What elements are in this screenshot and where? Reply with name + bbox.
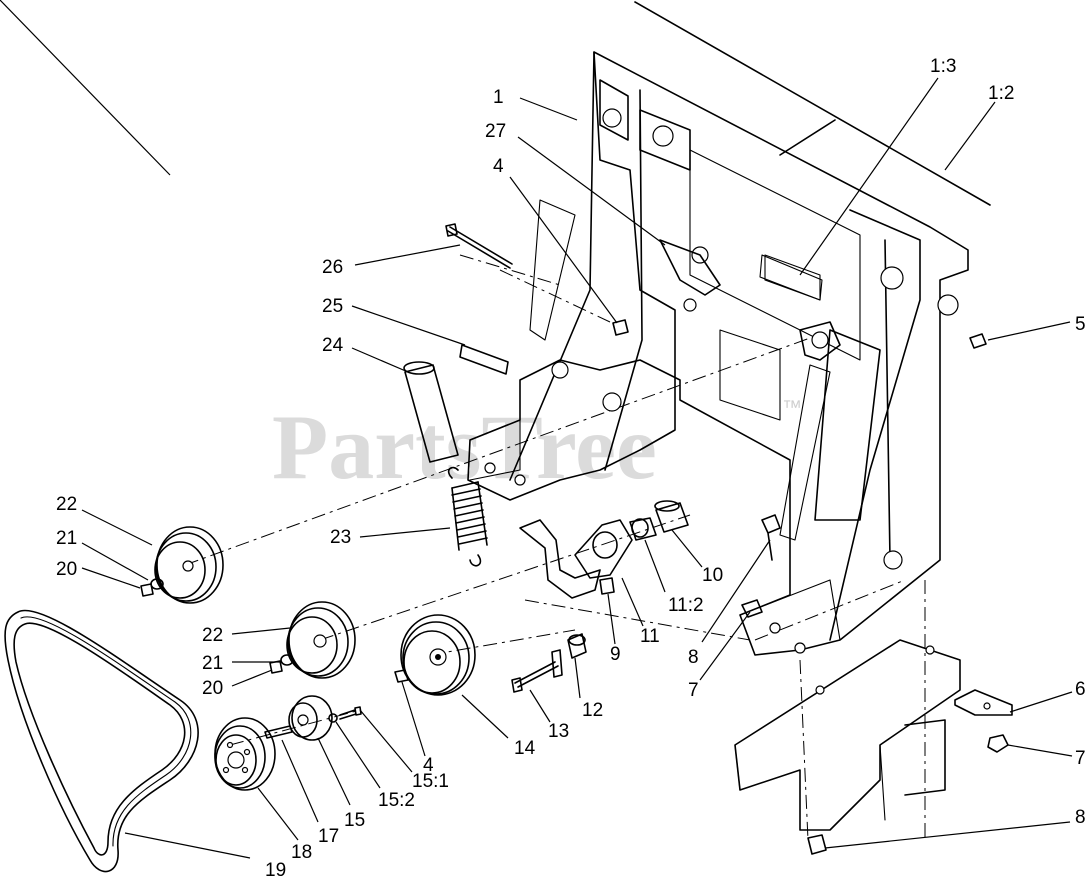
callout-1-3: 1:3	[930, 56, 956, 77]
callout-11: 11	[640, 626, 660, 647]
part-22-pulley-lower	[286, 601, 356, 679]
callout-4b: 4	[423, 755, 434, 776]
callout-19: 19	[265, 860, 286, 881]
callout-8b: 8	[1075, 807, 1086, 828]
callout-22a: 22	[56, 494, 77, 515]
part-23-spring	[447, 466, 488, 567]
callout-10: 10	[702, 565, 723, 586]
part-26-bolt	[445, 223, 513, 269]
callout-11-2: 11:2	[668, 595, 704, 616]
idler-arm-assembly	[519, 500, 689, 599]
callout-21b: 21	[202, 653, 223, 674]
frame-hardware	[612, 239, 987, 618]
part-4-nut-lower	[394, 669, 409, 683]
part-17-key	[264, 725, 293, 739]
decal-plate	[759, 254, 823, 301]
part-15-hub	[288, 695, 333, 741]
part-24-sleeve	[403, 361, 459, 463]
watermark-text: PartsTree	[272, 396, 657, 498]
leader-lines	[0, 0, 1073, 859]
main-frame	[467, 51, 969, 656]
callout-24: 24	[322, 335, 344, 356]
part-19-belt	[4, 609, 199, 873]
callout-4a: 4	[493, 156, 504, 177]
callout-25: 25	[322, 296, 343, 317]
callout-9: 9	[610, 644, 621, 665]
assembly-centerlines	[184, 254, 926, 841]
callout-1-2: 1:2	[988, 83, 1014, 104]
callout-17: 17	[318, 826, 339, 847]
part-22-pulley-upper	[154, 526, 224, 604]
callout-18: 18	[291, 842, 312, 863]
deck-edge-line	[634, 1, 991, 206]
callout-15: 15	[344, 810, 365, 831]
callout-labels: 1 1:3 1:2 27 4 26 25 24 5 22 21 20 23 10…	[56, 56, 1086, 881]
callout-14: 14	[514, 738, 536, 759]
callout-13: 13	[548, 721, 569, 742]
callout-27: 27	[485, 121, 506, 142]
part-18-pulley	[214, 717, 276, 791]
callout-15-2: 15:2	[378, 790, 415, 811]
callout-8a: 8	[688, 647, 699, 668]
part-25-pin	[459, 344, 509, 375]
callout-21a: 21	[56, 528, 77, 549]
part-21-20-hardware-upper	[140, 578, 164, 597]
part-15-hardware	[328, 706, 362, 723]
callout-6: 6	[1075, 679, 1086, 700]
watermark-trademark: ™	[782, 397, 802, 419]
callout-7b: 7	[1075, 748, 1086, 769]
callout-20a: 20	[56, 559, 77, 580]
callout-5: 5	[1075, 314, 1086, 335]
callout-22b: 22	[202, 625, 223, 646]
callout-20b: 20	[202, 678, 223, 699]
callout-23: 23	[330, 527, 351, 548]
bolt-and-spacer-13-12	[511, 633, 587, 693]
part-14-pulley	[400, 614, 476, 696]
callout-1: 1	[493, 87, 504, 108]
callout-26: 26	[322, 257, 343, 278]
callout-12: 12	[582, 700, 603, 721]
lower-bracket	[734, 639, 1013, 855]
callout-7a: 7	[688, 680, 699, 701]
callout-15-1: 15:1	[412, 771, 449, 792]
